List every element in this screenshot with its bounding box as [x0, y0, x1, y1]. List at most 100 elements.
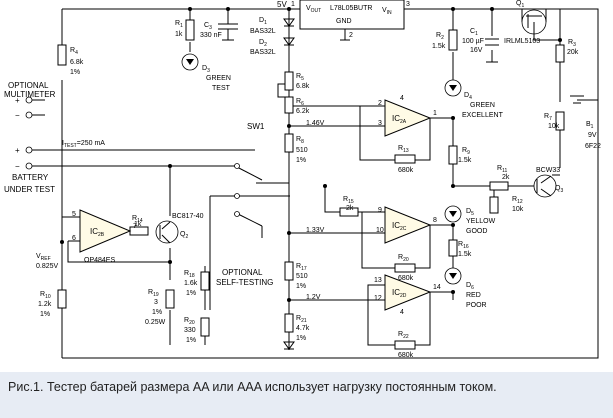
- svg-text:5: 5: [72, 211, 76, 218]
- label-r6: R6: [296, 98, 304, 107]
- svg-text:−: −: [15, 111, 20, 120]
- opamps: IC2A IC2C IC2D IC2B OP484ES 2 3 4 1 9 10…: [72, 95, 441, 316]
- reg-pin3: 3: [406, 1, 410, 8]
- label-r2: R2: [436, 32, 444, 41]
- svg-text:1k: 1k: [134, 221, 142, 228]
- label-r21: R21: [296, 315, 307, 324]
- svg-text:−: −: [15, 162, 20, 171]
- battery-tester-schematic: VOUT L78L05BUTR VIN GND 2 1 3 5V: [4, 0, 601, 359]
- resistor-r16: [448, 239, 458, 257]
- svg-text:330 nF: 330 nF: [200, 32, 222, 39]
- label-r16: R16: [458, 241, 469, 250]
- label-r9: R9: [462, 147, 470, 156]
- svg-text:3: 3: [378, 120, 382, 127]
- label-r8: R8: [296, 136, 304, 145]
- label-r20: R20: [398, 254, 409, 263]
- label-r1: R1: [175, 20, 183, 29]
- resistor-r15: [339, 207, 359, 217]
- label-r10: R10: [40, 291, 51, 300]
- leds: [181, 53, 462, 285]
- label-c1: C1: [470, 28, 478, 37]
- label-r17: R17: [296, 263, 307, 272]
- svg-text:16V: 16V: [470, 47, 483, 54]
- svg-text:EXCELLENT: EXCELLENT: [462, 112, 504, 119]
- label-d1: D1: [259, 17, 267, 26]
- svg-text:6F22: 6F22: [585, 143, 601, 150]
- svg-text:1.5k: 1.5k: [432, 43, 446, 50]
- vref-value: 0.825V: [36, 263, 59, 270]
- svg-text:6.8k: 6.8k: [296, 83, 310, 90]
- svg-text:6.2k: 6.2k: [296, 108, 310, 115]
- svg-text:+: +: [15, 146, 20, 155]
- label-r14: R14: [132, 215, 143, 224]
- resistor-r10: [57, 289, 67, 309]
- svg-text:GREEN: GREEN: [206, 75, 231, 82]
- reg-pin2: 2: [349, 32, 353, 39]
- resistor-r3: [555, 44, 565, 63]
- svg-text:8: 8: [433, 217, 437, 224]
- reg-model: L78L05BUTR: [330, 5, 372, 12]
- reg-vout: VOUT: [306, 5, 321, 14]
- svg-text:14: 14: [433, 284, 441, 291]
- svg-text:1%: 1%: [186, 290, 196, 297]
- led-d3: [181, 53, 199, 71]
- terminals: + − + −: [15, 96, 240, 217]
- svg-text:IRLML5103: IRLML5103: [504, 38, 540, 45]
- opt-self-1: OPTIONAL: [222, 268, 263, 277]
- label-r5: R5: [296, 73, 304, 82]
- battery-label-2: UNDER TEST: [4, 185, 55, 194]
- label-r7: R7: [544, 113, 552, 122]
- svg-text:1.2k: 1.2k: [38, 301, 52, 308]
- label-c3: C3: [204, 22, 212, 31]
- svg-text:3: 3: [154, 299, 158, 306]
- opt-multimeter-2: MULTIMETER: [4, 90, 56, 99]
- svg-text:510: 510: [296, 147, 308, 154]
- svg-text:1%: 1%: [296, 335, 306, 342]
- ic2a-label: IC2A: [392, 114, 407, 125]
- transistor-q3: [533, 174, 557, 198]
- ic2b-model: OP484ES: [84, 257, 115, 264]
- svg-text:TEST: TEST: [212, 85, 231, 92]
- resistor-r6: [284, 96, 294, 114]
- label-q3-model: BCW33: [536, 167, 560, 174]
- svg-text:4: 4: [400, 309, 404, 316]
- resistors: [57, 19, 565, 350]
- svg-text:6: 6: [72, 235, 76, 242]
- resistor-r20: [394, 263, 416, 273]
- svg-text:1k: 1k: [175, 31, 183, 38]
- opt-self-2: SELF-TESTING: [216, 278, 273, 287]
- svg-text:680k: 680k: [398, 352, 414, 359]
- svg-text:1%: 1%: [152, 309, 162, 316]
- svg-text:+: +: [15, 96, 20, 105]
- svg-text:4: 4: [400, 95, 404, 102]
- svg-text:4.7k: 4.7k: [296, 325, 310, 332]
- svg-text:BAS32L: BAS32L: [250, 28, 276, 35]
- v-146: 1.46V: [306, 120, 325, 127]
- label-r12: R12: [512, 196, 523, 205]
- label-q1: Q1: [516, 0, 524, 9]
- svg-text:2k: 2k: [502, 174, 510, 181]
- svg-text:YELLOW: YELLOW: [466, 218, 496, 225]
- battery-label-1: BATTERY: [12, 173, 49, 182]
- resistor-r11: [489, 181, 509, 191]
- svg-text:POOR: POOR: [466, 302, 487, 309]
- sw1-label: SW1: [247, 122, 265, 131]
- svg-text:1.5k: 1.5k: [458, 157, 472, 164]
- junction-dots: [60, 7, 562, 302]
- reg-pin1: 1: [291, 1, 295, 8]
- battery-b1: [570, 95, 584, 104]
- svg-text:BAS32L: BAS32L: [250, 49, 276, 56]
- label-r18: R18: [184, 270, 195, 279]
- label-r20b: R20: [184, 317, 195, 326]
- opt-multimeter-1: OPTIONAL: [8, 81, 49, 90]
- five-volt-label: 5V: [277, 0, 287, 9]
- svg-text:330: 330: [184, 327, 196, 334]
- svg-text:0.25W: 0.25W: [145, 319, 166, 326]
- resistor-r20b: [200, 317, 210, 337]
- label-d5: D5: [466, 208, 474, 217]
- svg-text:7: 7: [133, 223, 137, 230]
- svg-text:680k: 680k: [398, 275, 414, 282]
- label-r11: R11: [497, 165, 507, 174]
- ic2b-label: IC2B: [90, 227, 105, 238]
